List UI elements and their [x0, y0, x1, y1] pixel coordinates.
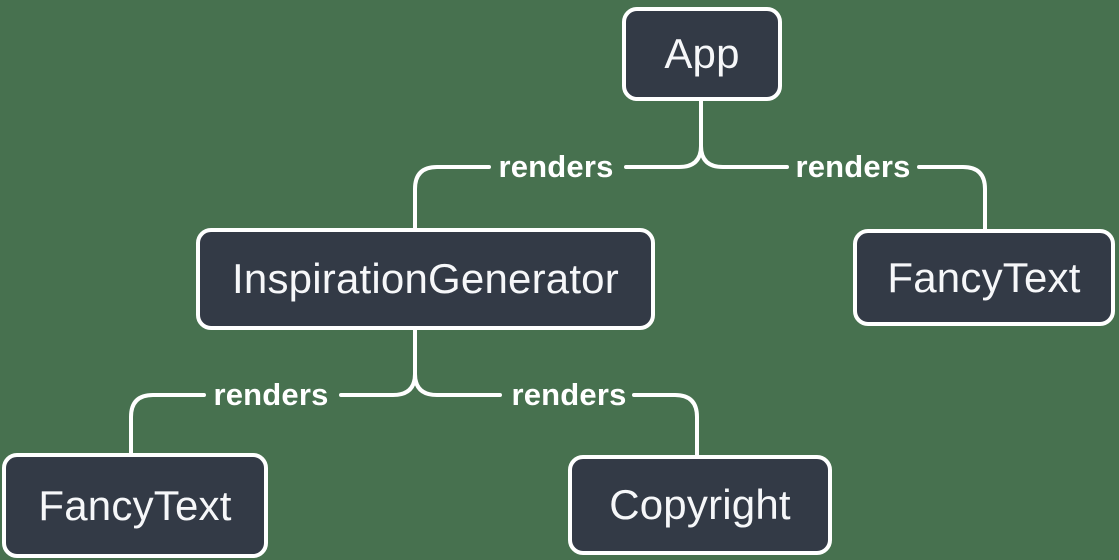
edge-app-fancytext	[917, 165, 987, 233]
edge-app-inspirationgenerator	[413, 165, 491, 232]
edge-label-renders-app-fancytext: renders	[795, 149, 911, 184]
edge-label-renders-inspirationgenerator-fancytext: renders	[213, 377, 329, 412]
edge-app-trunk	[624, 99, 789, 169]
node-inspiration-generator: InspirationGenerator	[196, 228, 655, 330]
edge-label-renders-app-inspirationgenerator: renders	[498, 149, 614, 184]
edge-inspirationgenerator-fancytext	[129, 393, 206, 457]
edge-inspirationgenerator-trunk	[339, 327, 502, 397]
node-copyright: Copyright	[568, 455, 832, 555]
edge-inspirationgenerator-copyright	[632, 393, 699, 459]
edge-label-renders-inspirationgenerator-copyright: renders	[511, 377, 627, 412]
node-fancy-text-top: FancyText	[853, 229, 1115, 326]
node-fancy-text-bottom: FancyText	[2, 453, 268, 558]
node-app: App	[622, 7, 782, 101]
